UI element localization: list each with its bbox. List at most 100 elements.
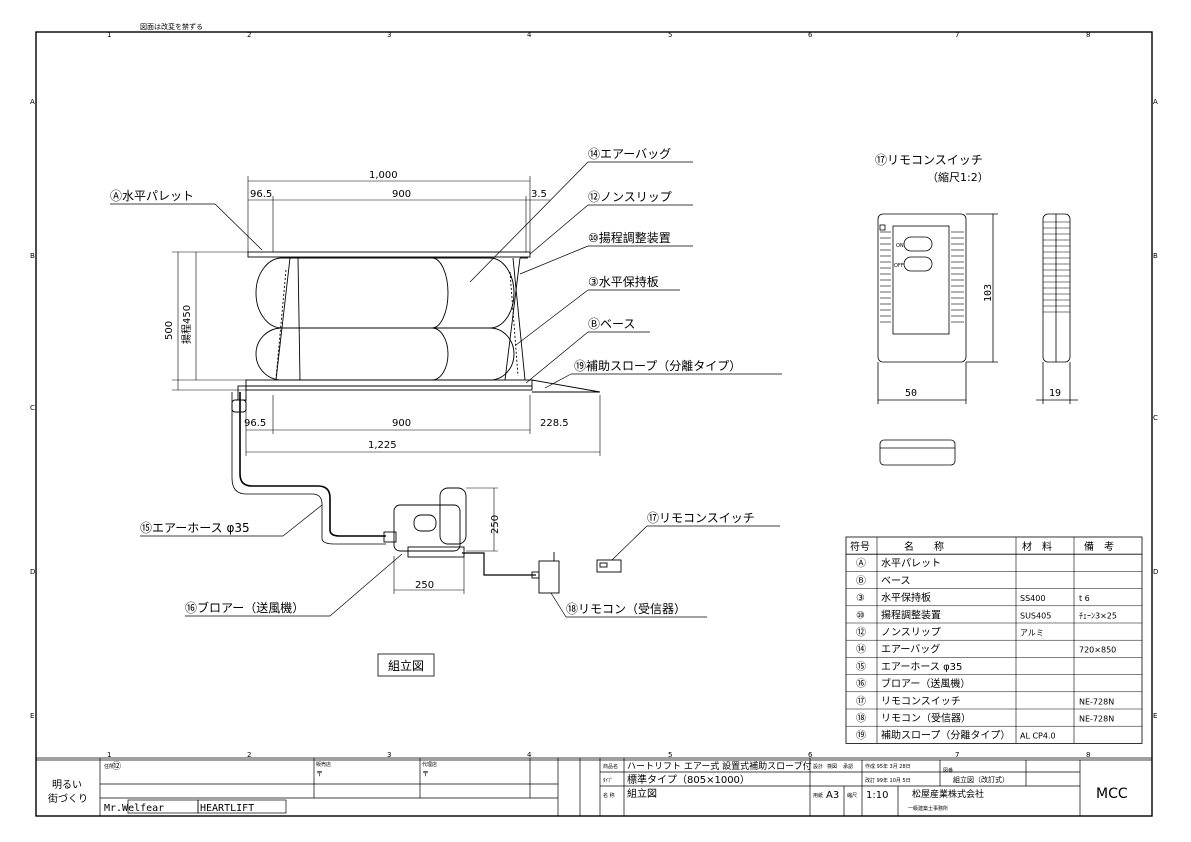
svg-text:8: 8 bbox=[1086, 31, 1090, 39]
parts-table-cell: 揚程調整装置 bbox=[881, 608, 941, 621]
svg-text:B: B bbox=[30, 252, 35, 260]
receiver-unit bbox=[531, 552, 560, 594]
callout-labels: Ⓐ水平パレット ⑭エアーバッグ ⑫ノンスリップ ⑩揚程調整装置 ③水平保持板 Ⓑ… bbox=[110, 147, 755, 616]
drawing-value: 組立図 bbox=[627, 787, 657, 800]
airbag-upper-right bbox=[432, 257, 515, 329]
lift-assembly-view bbox=[231, 251, 622, 594]
dim-bottom-mid: 900 bbox=[392, 418, 411, 429]
dim-top-total: 1,000 bbox=[369, 170, 398, 181]
parts-table-cell: 720×850 bbox=[1079, 646, 1116, 655]
paper-size-label: 用紙 bbox=[813, 792, 823, 799]
paper-size-value: A3 bbox=[826, 790, 839, 801]
parts-table-cell: ⑭ bbox=[856, 644, 866, 656]
dim-top-right: 3.5 bbox=[531, 189, 547, 200]
parts-table-cell: エアーホース φ35 bbox=[881, 661, 962, 673]
svg-text:B: B bbox=[1153, 252, 1158, 260]
svg-text:E: E bbox=[1153, 712, 1157, 720]
svg-text:1: 1 bbox=[107, 751, 111, 759]
dim-blower-height: 250 bbox=[490, 515, 501, 534]
parts-table-cell: ③ bbox=[856, 593, 865, 604]
parts-table-cell: 補助スロープ（分離タイプ） bbox=[881, 729, 1010, 742]
base-plate bbox=[245, 379, 533, 391]
company-sub: 一級建築士事務所 bbox=[908, 805, 948, 812]
date-revised: 改訂 99年 10月 5日 bbox=[865, 777, 911, 784]
remote-off-label: OFF bbox=[894, 263, 904, 269]
svg-text:D: D bbox=[30, 568, 35, 576]
parts-table-cell: リモコン（受信器） bbox=[881, 713, 971, 725]
blower-unit bbox=[383, 487, 467, 558]
sheet-note: 図面は改変を禁ずる bbox=[140, 22, 203, 31]
company-logo: MCC bbox=[1096, 786, 1128, 802]
parts-table-cell: AL CP4.0 bbox=[1020, 732, 1056, 741]
svg-text:3: 3 bbox=[387, 751, 391, 759]
airbag-lower-right bbox=[432, 327, 515, 381]
dim-top-left: 96.5 bbox=[250, 189, 272, 200]
parts-table-cell: エアーバッグ bbox=[881, 643, 940, 656]
product-label: 商品名 bbox=[603, 763, 618, 770]
svg-text:8: 8 bbox=[1086, 751, 1090, 759]
svg-text:2: 2 bbox=[247, 751, 251, 759]
parts-table-cell: SS400 bbox=[1020, 594, 1045, 603]
air-hose bbox=[239, 392, 386, 537]
parts-table-header: 備 考 bbox=[1084, 540, 1114, 553]
svg-text:7: 7 bbox=[955, 751, 959, 759]
airbag-lower bbox=[255, 327, 449, 381]
svg-text:A: A bbox=[30, 98, 35, 106]
svg-text:1: 1 bbox=[107, 31, 111, 39]
approve-label: 承認 bbox=[843, 763, 853, 770]
dim-stroke: 揚程450 bbox=[180, 305, 193, 344]
svg-text:7: 7 bbox=[955, 31, 959, 39]
dim-blower-width: 250 bbox=[415, 580, 434, 591]
parts-table-cell: ノンスリップ bbox=[881, 627, 941, 639]
parts-table-cell: ⑰ bbox=[856, 695, 866, 707]
grid-row-labels: A B C D E A B C D E bbox=[30, 98, 1158, 720]
grid-column-labels: 1 2 3 4 5 6 7 8 1 2 3 4 5 6 7 8 bbox=[107, 31, 1090, 759]
parts-table-cell: NE-728N bbox=[1079, 715, 1114, 724]
svg-text:C: C bbox=[1153, 414, 1158, 422]
auxiliary-slope bbox=[531, 379, 601, 393]
scale-value: 1:10 bbox=[866, 790, 888, 801]
svg-text:5: 5 bbox=[668, 31, 672, 39]
parts-table-cell: ﾁｪｰﾝ3×25 bbox=[1079, 611, 1117, 620]
horizontal-pallet bbox=[247, 251, 531, 258]
drawing-number-label: 図番 bbox=[943, 767, 953, 774]
main-dimension-lines bbox=[172, 176, 601, 594]
remote-on-label: ON bbox=[896, 243, 904, 249]
agent-label: 代理店 bbox=[422, 761, 437, 768]
product-name: ハートリフト エアー式 設置式補助スロープ付 bbox=[627, 760, 812, 772]
parts-table-cell: 水平保持板 bbox=[881, 591, 931, 604]
brand-welfear: Mr.Welfear bbox=[104, 803, 164, 814]
remote-switch-small bbox=[596, 559, 622, 573]
remote-detail-title: ⑰リモコンスイッチ bbox=[875, 153, 983, 167]
parts-table-cell: ⑩ bbox=[856, 610, 865, 621]
company-name: 松屋産業株式会社 bbox=[912, 788, 984, 800]
scale-label: 縮尺 bbox=[847, 792, 857, 799]
callout-base: Ⓑベース bbox=[588, 317, 635, 331]
remote-dim-width: 50 bbox=[905, 388, 917, 399]
dim-top-mid: 900 bbox=[392, 189, 411, 200]
address-label: 住所 bbox=[104, 763, 114, 770]
main-dimension-texts: 1,000 96.5 900 3.5 500 揚程450 96.5 900 22… bbox=[164, 170, 569, 591]
svg-text:6: 6 bbox=[808, 31, 813, 39]
circled-number: ⑫ bbox=[112, 761, 121, 772]
parts-table-header: 材 料 bbox=[1022, 540, 1052, 553]
title-block: 明るい 街づくり 住所 ⑫ 販売店 代理店 〒 〒 Mr.Welfear HEA… bbox=[48, 760, 1128, 814]
svg-text:6: 6 bbox=[808, 751, 813, 759]
callout-holding-plate: ③水平保持板 bbox=[588, 274, 659, 289]
parts-table-cell: ⑱ bbox=[856, 713, 866, 725]
slogan-line2: 街づくり bbox=[48, 792, 88, 805]
parts-table-cell: SUS405 bbox=[1020, 611, 1051, 620]
parts-table-header: 名 称 bbox=[904, 540, 944, 553]
airbag-upper bbox=[255, 257, 449, 329]
svg-text:E: E bbox=[30, 712, 34, 720]
parts-table-cell: ブロアー（送風機） bbox=[881, 677, 970, 690]
dim-height-total: 500 bbox=[164, 321, 175, 340]
callout-pallet: Ⓐ水平パレット bbox=[110, 189, 194, 203]
dim-bottom-right: 228.5 bbox=[540, 418, 569, 429]
drawing-label: 名 称 bbox=[603, 792, 615, 799]
svg-text:4: 4 bbox=[527, 31, 532, 39]
drawing-number-value: 組立図（改訂式） bbox=[953, 775, 1009, 784]
title-block-lines bbox=[36, 757, 1152, 816]
parts-table-cell: ベース bbox=[881, 575, 911, 587]
